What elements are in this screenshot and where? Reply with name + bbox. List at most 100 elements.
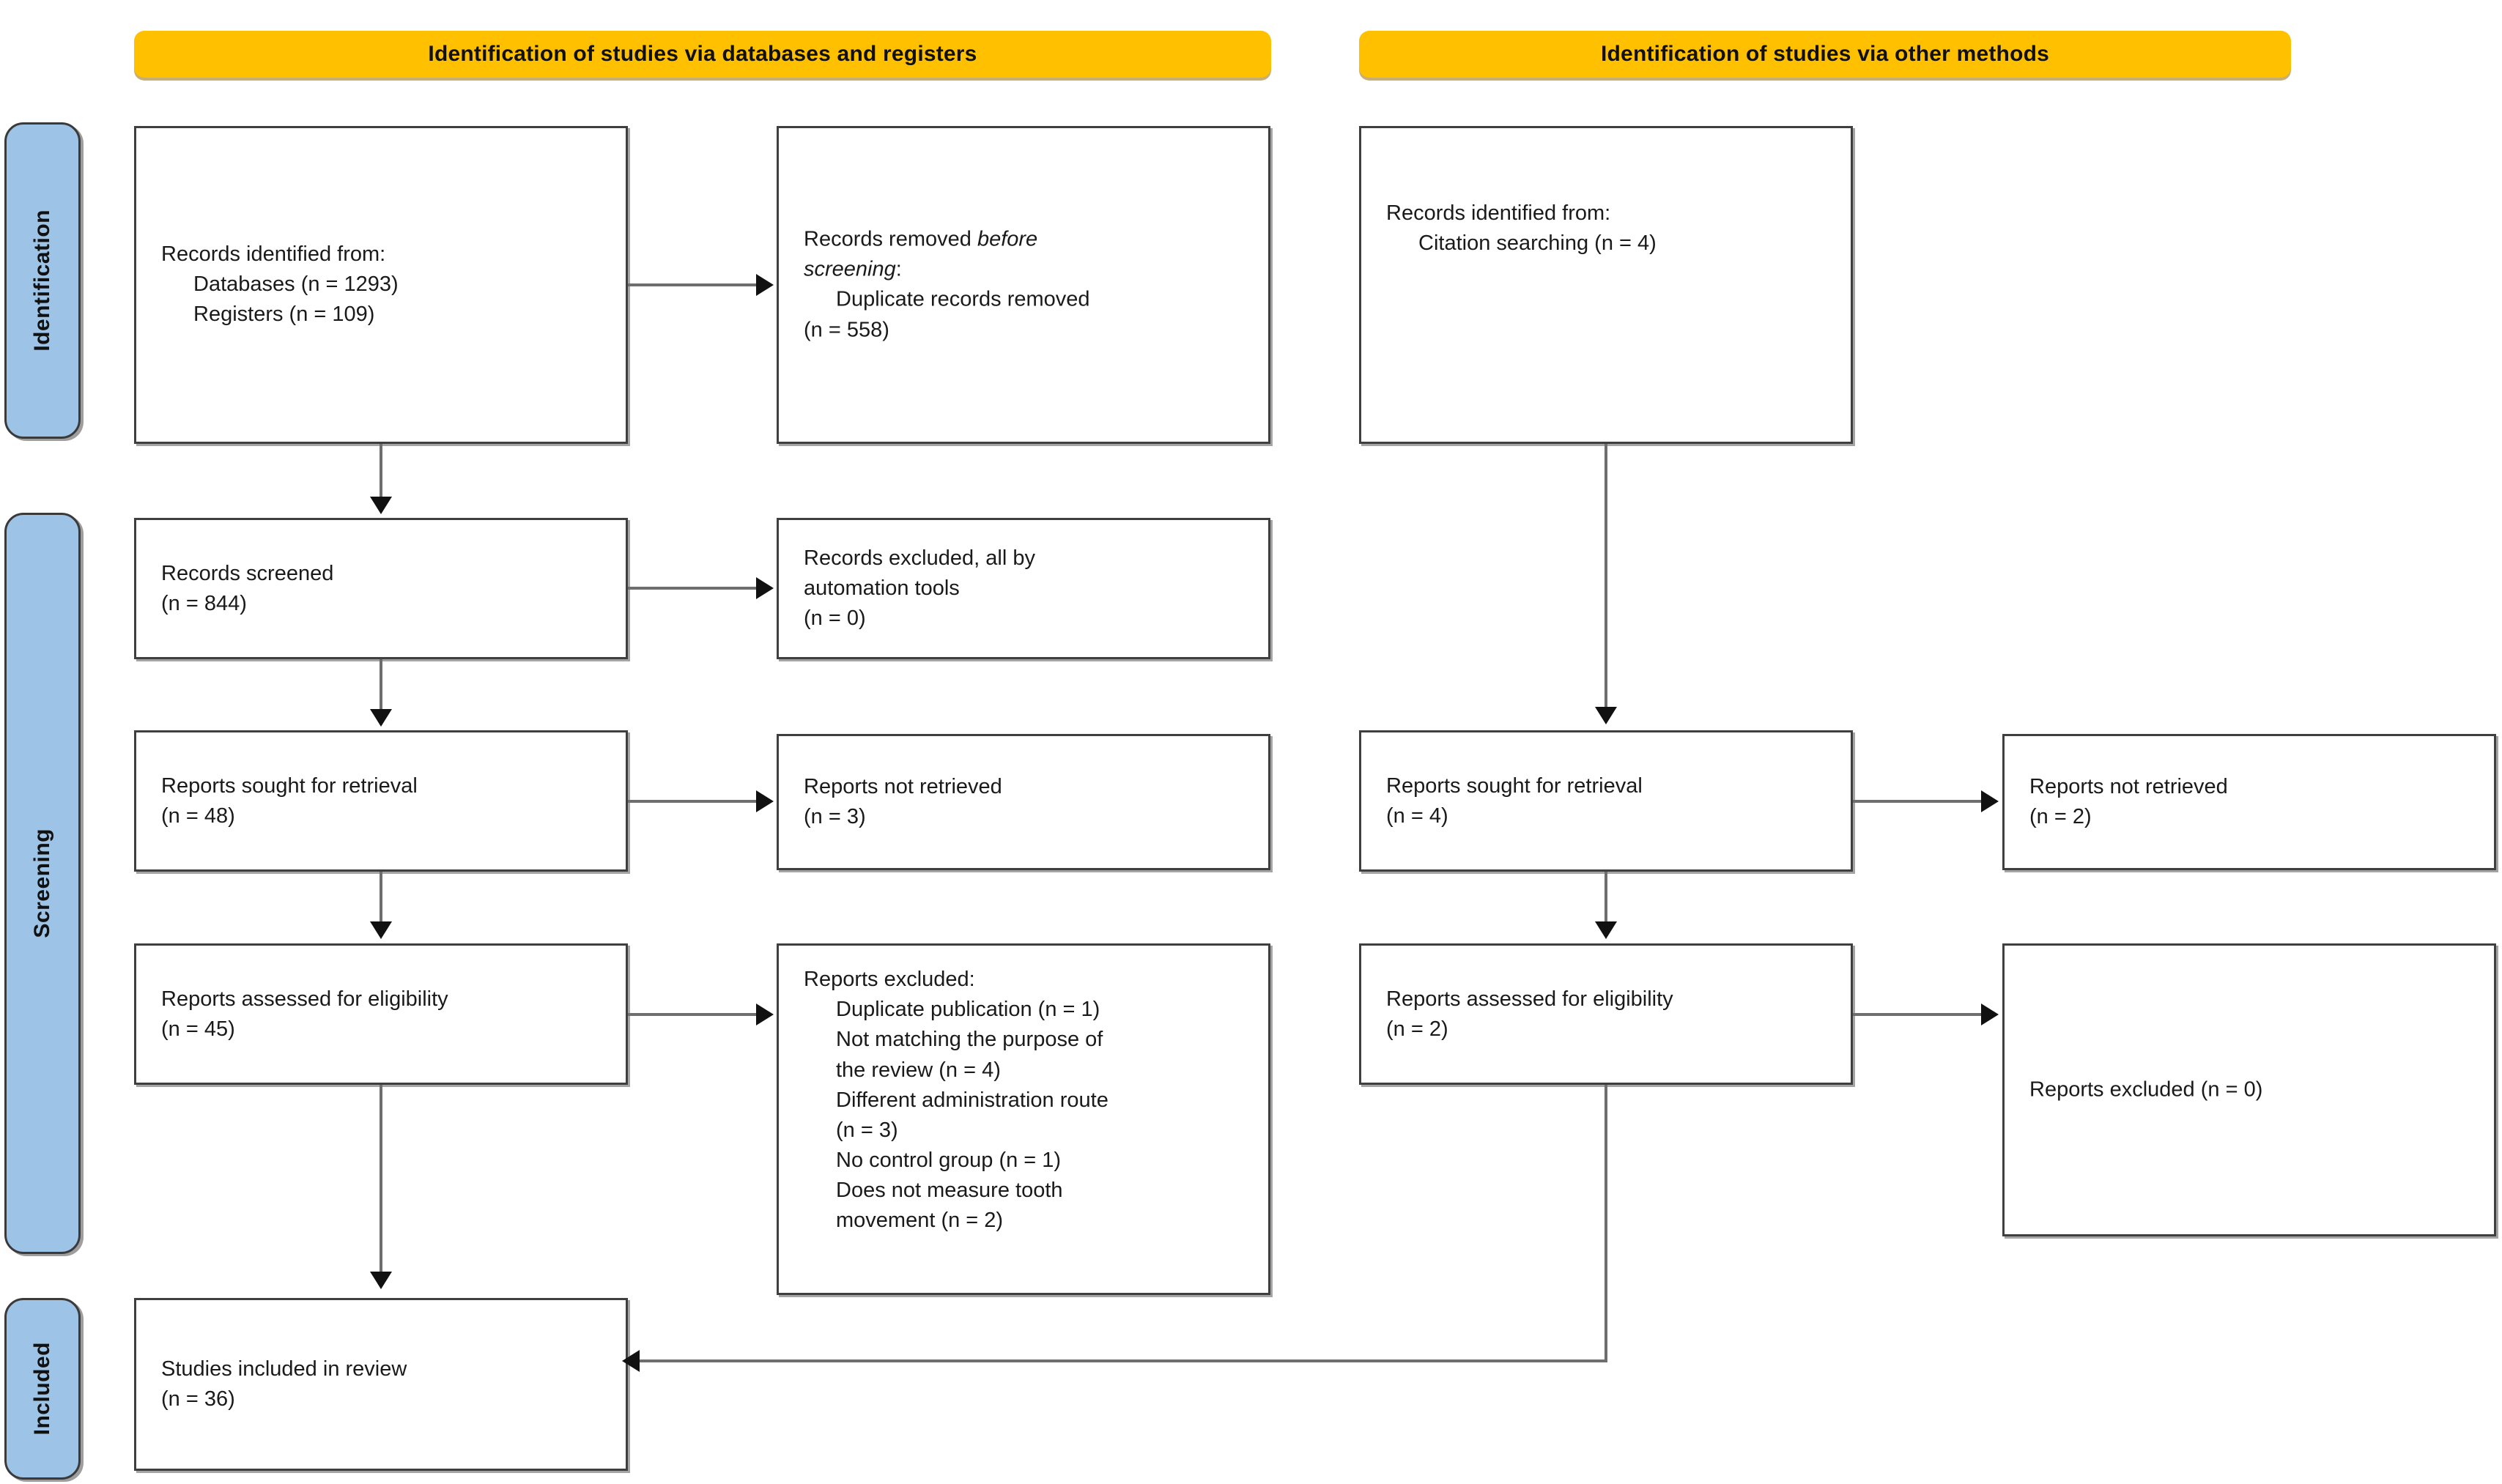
box-records-excluded-automation-content: Records excluded, all by automation tool… (804, 543, 1258, 634)
box-records-screened-content: Records screened (n = 844) (161, 558, 615, 618)
box-line: Reports sought for retrieval (1386, 773, 1643, 798)
box-line: (n = 2) (2029, 805, 2092, 828)
box-reports-sought-right: Reports sought for retrieval (n = 4) (1359, 730, 1853, 872)
box-line-part: : (895, 257, 902, 281)
box-line: the review (n = 4) (836, 1058, 1001, 1082)
connector-right-to-included-horizontal (639, 1359, 1606, 1362)
arrowhead-screened-to-sought (370, 709, 392, 727)
box-line: Reports not retrieved (804, 774, 1002, 798)
arrowhead-right-to-included (622, 1350, 640, 1372)
box-line: Citation searching (n = 4) (1418, 231, 1657, 255)
box-line: Reports excluded (n = 0) (2029, 1077, 2263, 1102)
box-line-emphasis: before (977, 227, 1038, 251)
box-line: Does not measure tooth (836, 1179, 1063, 1203)
box-line: Reports not retrieved (2029, 774, 2228, 798)
box-line: Duplicate records removed (836, 288, 1090, 311)
arrowhead-assessed-to-excluded-left (756, 1003, 774, 1025)
box-records-identified-content: Records identified from: Databases (n = … (161, 240, 615, 330)
box-reports-sought-left-content: Reports sought for retrieval (n = 48) (161, 771, 615, 831)
connector-screened-to-excluded (628, 587, 757, 590)
arrowhead-assessed-to-excluded-right (1981, 1003, 1999, 1025)
connector-identified-to-removed (628, 283, 757, 286)
arrowhead-citation-to-sought-right (1595, 707, 1617, 724)
box-reports-sought-right-content: Reports sought for retrieval (n = 4) (1386, 771, 1840, 831)
box-studies-included-content: Studies included in review (n = 36) (161, 1354, 615, 1414)
stage-label-identification: Identification (4, 122, 81, 439)
banner-databases-registers: Identification of studies via databases … (134, 31, 1271, 78)
box-line: (n = 0) (804, 606, 866, 631)
box-reports-excluded-left: Reports excluded: Duplicate publication … (777, 943, 1270, 1295)
connector-assessed-to-excluded-left (628, 1013, 757, 1016)
box-line: automation tools (804, 576, 960, 600)
box-line: (n = 45) (161, 1017, 235, 1041)
box-line: Reports assessed for eligibility (161, 987, 448, 1011)
stage-label-included: Included (4, 1298, 81, 1480)
box-reports-excluded-right: Reports excluded (n = 0) (2002, 943, 2496, 1236)
box-reports-not-retrieved-left-content: Reports not retrieved (n = 3) (804, 772, 1258, 832)
box-reports-not-retrieved-right-content: Reports not retrieved (n = 2) (2029, 772, 2484, 832)
box-records-identified: Records identified from: Databases (n = … (134, 126, 628, 444)
connector-assessed-to-excluded-right (1853, 1013, 1982, 1016)
box-line: Databases (n = 1293) (193, 272, 399, 297)
box-reports-assessed-left-content: Reports assessed for eligibility (n = 45… (161, 984, 615, 1044)
box-line: (n = 3) (804, 805, 866, 828)
box-line: Records excluded, all by (804, 546, 1035, 570)
box-reports-assessed-right-content: Reports assessed for eligibility (n = 2) (1386, 984, 1840, 1044)
connector-assessed-to-included (380, 1085, 382, 1273)
box-line: (n = 3) (836, 1118, 898, 1142)
banner-other-methods: Identification of studies via other meth… (1359, 31, 2291, 78)
connector-citation-to-sought-right (1605, 444, 1607, 709)
connector-sought-to-not-retrieved-right (1853, 800, 1982, 803)
arrowhead-identified-to-removed (756, 274, 774, 296)
box-reports-assessed-right: Reports assessed for eligibility (n = 2) (1359, 943, 1853, 1085)
arrowhead-sought-to-assessed-left (370, 921, 392, 939)
box-reports-sought-left: Reports sought for retrieval (n = 48) (134, 730, 628, 872)
arrowhead-sought-to-not-retrieved-left (756, 790, 774, 812)
box-line: Registers (n = 109) (193, 303, 375, 327)
connector-right-to-included-vertical (1605, 1085, 1607, 1362)
box-reports-not-retrieved-left: Reports not retrieved (n = 3) (777, 734, 1270, 870)
stage-label-screening-text: Screening (30, 828, 54, 938)
box-reports-not-retrieved-right: Reports not retrieved (n = 2) (2002, 734, 2496, 870)
box-line: Different administration route (836, 1088, 1108, 1112)
arrowhead-identified-to-screened (370, 497, 392, 514)
box-line: screening: (804, 255, 1258, 285)
box-line: Reports sought for retrieval (161, 773, 418, 798)
box-reports-excluded-right-content: Reports excluded (n = 0) (2029, 1075, 2484, 1105)
box-line-part: Records removed (804, 227, 977, 251)
box-line: (n = 2) (1386, 1017, 1448, 1041)
box-line: Records removed before (804, 225, 1258, 255)
stage-label-screening: Screening (4, 513, 81, 1254)
box-line: (n = 558) (804, 318, 889, 342)
arrowhead-assessed-to-included (370, 1272, 392, 1289)
box-line: (n = 844) (161, 591, 247, 615)
connector-sought-to-assessed-left (380, 872, 382, 924)
box-records-identified-other-content: Records identified from: Citation search… (1386, 199, 1840, 259)
box-records-removed-content: Records removed before screening: Duplic… (804, 225, 1258, 346)
box-records-excluded-automation: Records excluded, all by automation tool… (777, 518, 1270, 659)
box-line: Records screened (161, 561, 334, 585)
box-line: Records identified from: (161, 242, 386, 267)
box-line: No control group (n = 1) (836, 1149, 1062, 1173)
box-line-emphasis: screening (804, 257, 896, 281)
box-line: (n = 4) (1386, 804, 1448, 828)
box-records-removed: Records removed before screening: Duplic… (777, 126, 1270, 444)
banner-databases-registers-label: Identification of studies via databases … (428, 42, 977, 66)
box-line: Studies included in review (161, 1357, 407, 1381)
connector-identified-to-screened (380, 444, 382, 500)
box-line: Records identified from: (1386, 201, 1611, 225)
banner-other-methods-label: Identification of studies via other meth… (1601, 42, 2049, 66)
connector-sought-to-not-retrieved-left (628, 800, 757, 803)
box-reports-excluded-left-content: Reports excluded: Duplicate publication … (804, 965, 1258, 1236)
arrowhead-sought-to-assessed-right (1595, 921, 1617, 939)
stage-label-identification-text: Identification (30, 209, 54, 352)
box-line: Not matching the purpose of (836, 1028, 1103, 1052)
box-line: Reports excluded: (804, 968, 975, 991)
stage-label-included-text: Included (30, 1342, 54, 1436)
box-line: movement (n = 2) (836, 1209, 1004, 1233)
box-records-identified-other: Records identified from: Citation search… (1359, 126, 1853, 444)
box-studies-included: Studies included in review (n = 36) (134, 1298, 628, 1471)
box-records-screened: Records screened (n = 844) (134, 518, 628, 659)
arrowhead-screened-to-excluded (756, 577, 774, 599)
